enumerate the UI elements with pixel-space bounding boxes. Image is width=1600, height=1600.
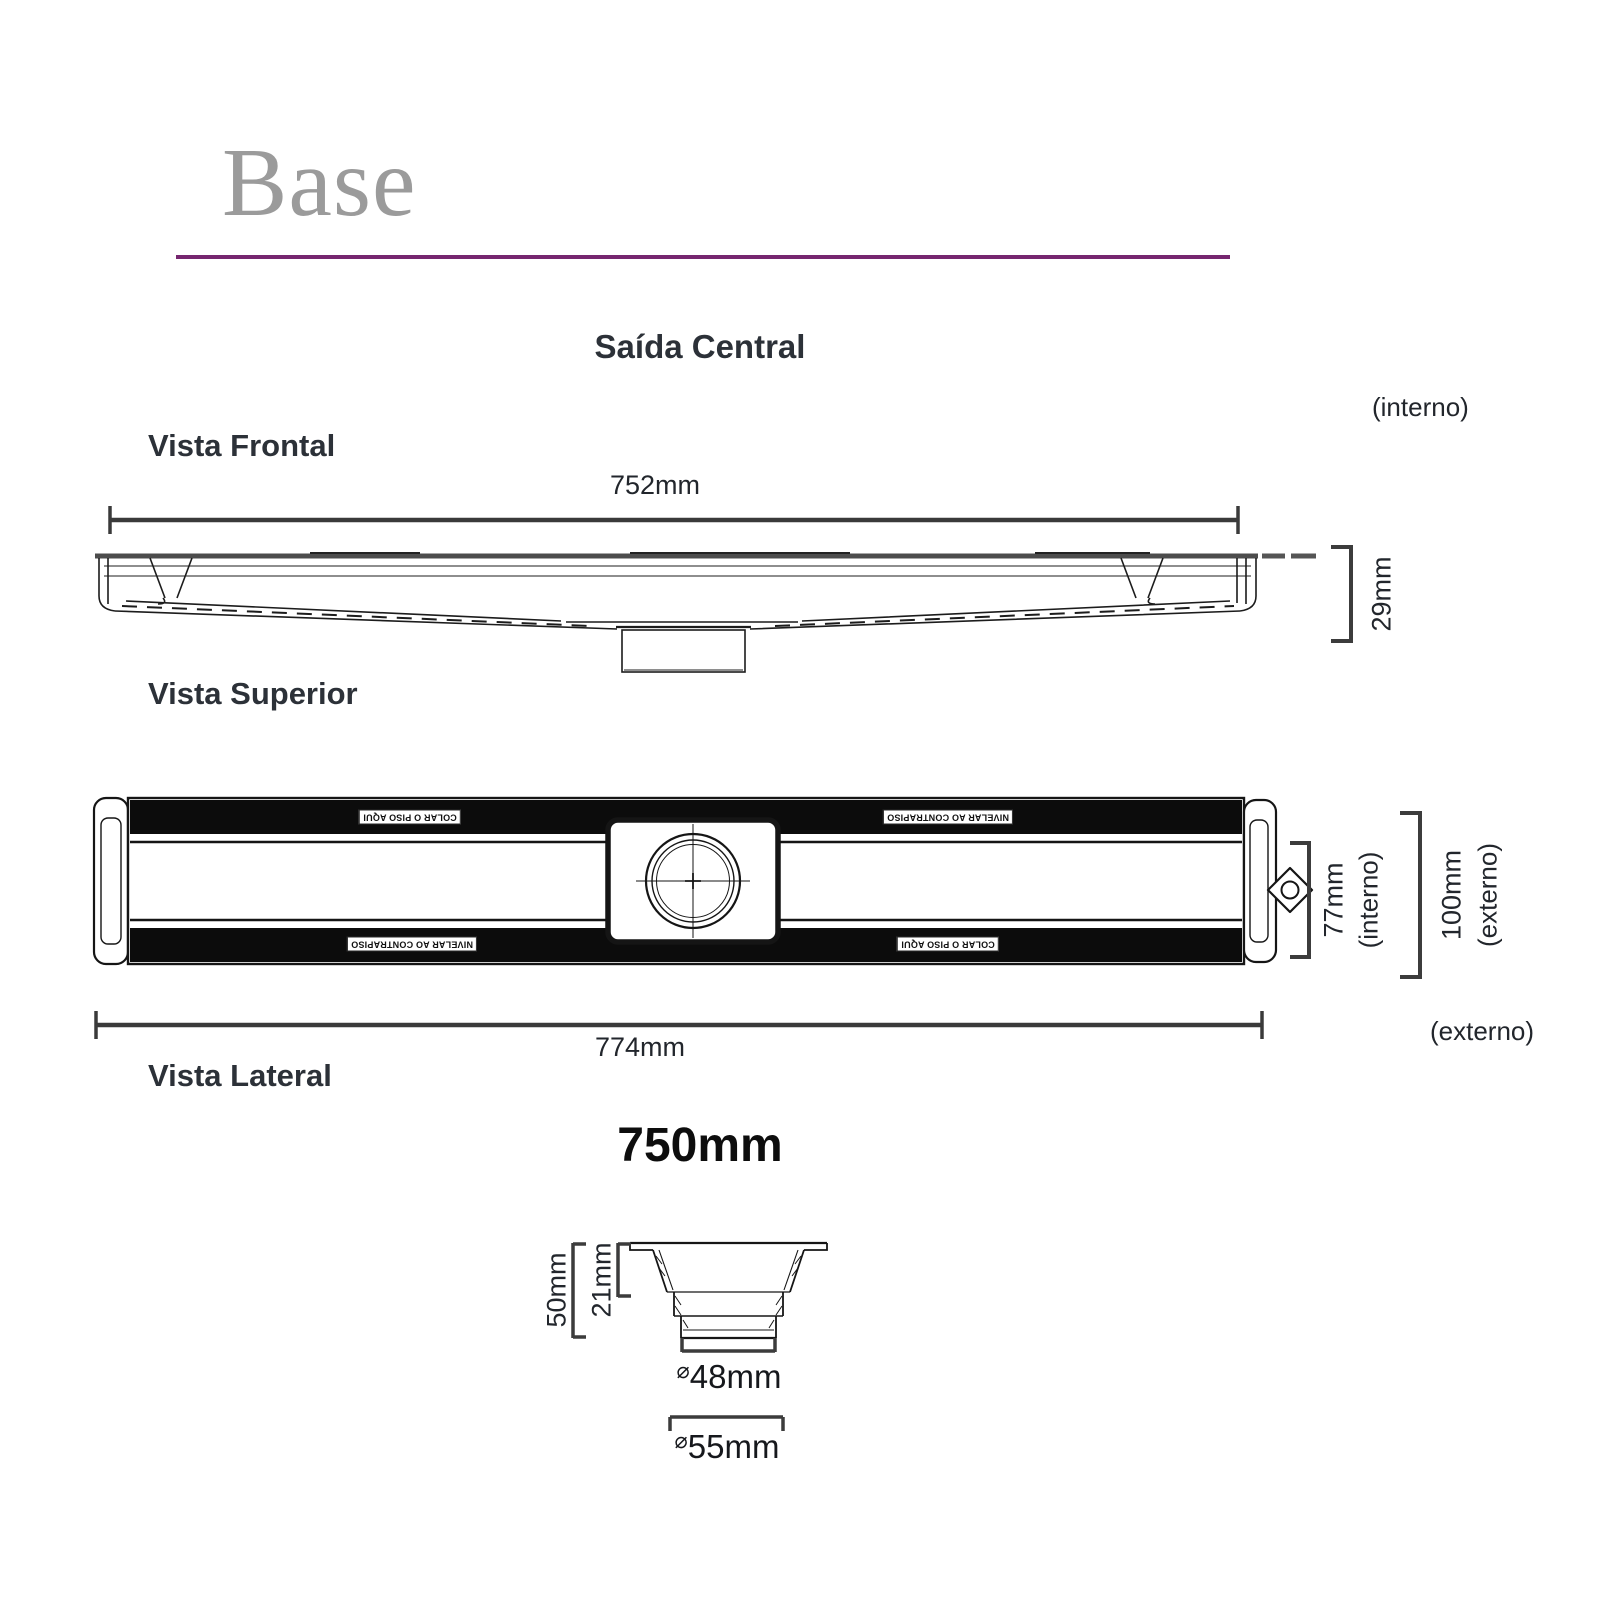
lateral-outlet-outer-dim: ⌀55mm (674, 1428, 780, 1465)
front-view-drawing (95, 506, 1353, 673)
frontal-interno-note: (interno) (1372, 392, 1469, 422)
strip-label-top-right: NIVELAR AO CONTRAPISO (883, 809, 1013, 825)
front-width-dimension-line (108, 506, 1240, 534)
frontal-view-label: Vista Frontal (148, 428, 336, 463)
lateral-depth-dim: 50mm (541, 1252, 572, 1328)
section-subtitle: Saída Central (594, 328, 806, 365)
frontal-height-dim: 29mm (1366, 556, 1397, 632)
lateral-lip-depth-dim: 21mm (586, 1242, 617, 1318)
top-width-dimension-brackets (1290, 811, 1422, 979)
accent-rule (176, 255, 1230, 259)
diameter-symbol: ⌀ (674, 1428, 688, 1453)
superior-view-label: Vista Superior (148, 676, 358, 711)
strip-label-top-left: COLAR O PISO AQUI (359, 809, 461, 825)
strip-label-bottom-right: COLAR O PISO AQUI (897, 936, 999, 952)
lateral-dimension-brackets (571, 1242, 785, 1431)
top-view-drawing (92, 796, 1422, 1039)
superior-outer-width-dim: 100mm (1436, 849, 1467, 941)
frontal-width-dim: 752mm (609, 470, 701, 500)
top-length-dimension-line (94, 1011, 1264, 1039)
front-height-dimension-bracket (1331, 545, 1353, 643)
superior-inner-width-dim: 77mm (1318, 862, 1349, 938)
lateral-view-drawing (571, 1241, 828, 1431)
superior-outer-width-note: (externo) (1472, 842, 1503, 948)
superior-externo-note: (externo) (1430, 1016, 1535, 1046)
superior-inner-width-note: (interno) (1353, 851, 1384, 949)
lateral-view-label: Vista Lateral (148, 1058, 332, 1093)
lateral-outlet-inner-dim: ⌀48mm (676, 1358, 782, 1395)
strip-label-bottom-left: NIVELAR AO CONTRAPISO (347, 936, 477, 952)
lateral-size-heading: 750mm (617, 1119, 783, 1172)
page-title: Base (222, 129, 417, 237)
diameter-symbol: ⌀ (676, 1358, 690, 1383)
superior-length-dim: 774mm (594, 1032, 686, 1062)
